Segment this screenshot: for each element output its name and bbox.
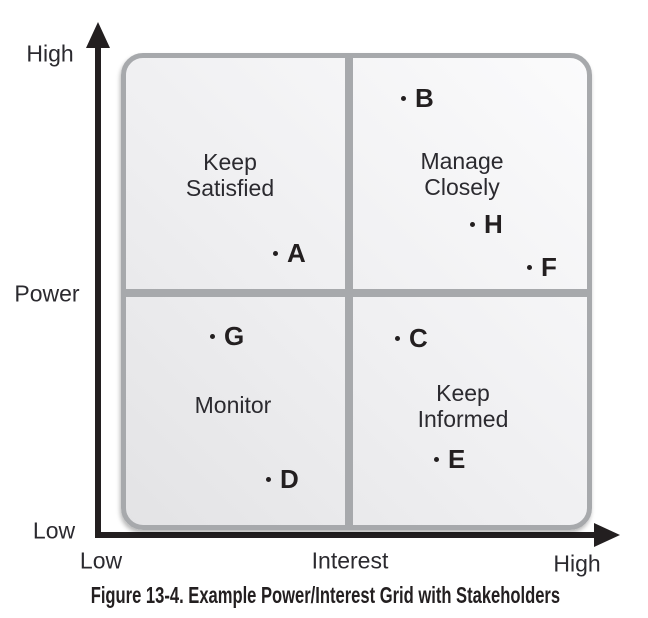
point-label: D [280, 464, 299, 494]
quadrant-label-keep-satisfied: Keep Satisfied [186, 149, 274, 201]
point-label: B [415, 83, 434, 113]
y-axis-low-label: Low [32, 517, 76, 544]
stakeholder-point-c: C [395, 325, 428, 351]
stakeholder-point-e: E [434, 446, 465, 472]
quadrant-label-line: Keep [203, 149, 257, 175]
point-dot [434, 456, 439, 462]
quadrant-label-line: Closely [424, 174, 500, 200]
y-axis-arrowhead-icon [86, 22, 110, 48]
point-dot [273, 250, 278, 256]
stakeholder-point-a: A [273, 240, 306, 266]
stakeholder-point-h: H [470, 211, 503, 237]
quadrant-label-manage-closely: Manage Closely [420, 148, 503, 200]
y-axis-title: Power [14, 280, 80, 307]
quadrant-label-line: Informed [417, 406, 509, 432]
y-axis-high-label: High [26, 40, 74, 67]
point-dot [527, 264, 532, 270]
horizontal-divider [126, 289, 587, 297]
point-label: G [224, 321, 245, 351]
x-axis-arrowhead-icon [594, 523, 620, 547]
stakeholder-point-d: D [266, 466, 299, 492]
point-label: E [448, 444, 466, 474]
quadrant-label-line: Satisfied [185, 175, 275, 201]
y-axis-line [95, 40, 101, 538]
point-dot [266, 476, 271, 482]
quadrant-label-line: Monitor [194, 392, 272, 418]
stakeholder-point-f: F [527, 254, 557, 280]
point-label: A [287, 238, 306, 268]
quadrant-label-monitor: Monitor [195, 392, 272, 418]
x-axis-high-label: High [553, 550, 601, 577]
quadrant-label-keep-informed: Keep Informed [418, 380, 509, 432]
figure-caption: Figure 13-4. Example Power/Interest Grid… [90, 582, 561, 608]
quadrant-label-line: Manage [420, 148, 504, 174]
x-axis-title: Interest [311, 547, 389, 574]
point-label: C [409, 323, 428, 353]
power-interest-grid [121, 53, 592, 530]
point-dot [401, 95, 406, 101]
point-dot [395, 335, 400, 341]
point-label: H [484, 209, 503, 239]
point-dot [470, 221, 475, 227]
quadrant-label-line: Keep [436, 380, 490, 406]
stakeholder-point-g: G [210, 323, 244, 349]
stakeholder-point-b: B [401, 85, 434, 111]
x-axis-line [95, 532, 596, 538]
x-axis-low-label: Low [79, 547, 123, 574]
point-label: F [541, 252, 557, 282]
point-dot [210, 333, 215, 339]
